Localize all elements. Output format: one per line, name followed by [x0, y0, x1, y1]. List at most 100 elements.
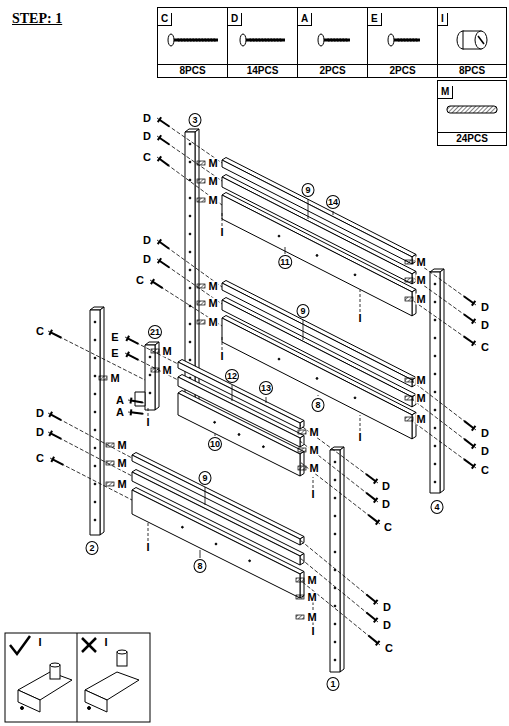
bed-post: [430, 272, 440, 493]
screw-thread: [343, 38, 344, 42]
hole: [334, 461, 336, 463]
hole: [149, 374, 151, 376]
hole: [434, 373, 436, 375]
screw-head: [472, 426, 476, 431]
part-count: 24PCS: [438, 132, 506, 145]
dowel: [197, 301, 205, 305]
screw-shaft: [172, 39, 218, 42]
screw-thread: [199, 38, 200, 42]
cam-lock: [50, 663, 60, 667]
screw: [366, 594, 375, 602]
screw-head: [388, 34, 394, 46]
hole: [434, 427, 436, 429]
part-letter: I: [103, 637, 108, 648]
screw-head: [158, 239, 162, 244]
callout-number: 8: [312, 398, 325, 412]
screw-thread: [250, 38, 251, 42]
screw: [368, 636, 377, 644]
part-letter: A: [115, 395, 125, 406]
hole: [434, 283, 436, 285]
dowel: [296, 578, 304, 582]
screw-head: [472, 464, 476, 469]
hardware-cell: M 24PCS: [437, 80, 507, 146]
screw: [128, 354, 139, 359]
screw-thread: [331, 38, 332, 42]
screw-thread: [259, 38, 260, 42]
part-letter: M: [207, 176, 218, 187]
hole: [189, 251, 191, 253]
part-letter: D: [142, 235, 152, 246]
part-letter: I: [145, 542, 150, 553]
part-letter: I: [357, 432, 362, 443]
screw: [159, 261, 169, 268]
hole: [94, 501, 96, 503]
panel-block: [85, 690, 107, 712]
screw-head: [126, 336, 129, 341]
screw: [464, 336, 474, 343]
assembly-guide: [125, 353, 178, 380]
screw-thread: [398, 38, 399, 42]
part-letter: I: [310, 626, 315, 637]
screw-head: [130, 398, 131, 404]
part-letter: C: [135, 275, 145, 286]
part-letter: D: [228, 13, 242, 26]
part-letter: M: [207, 317, 218, 328]
screw-thread: [346, 38, 347, 42]
hole: [334, 605, 336, 607]
screw-thread: [178, 38, 179, 42]
screw-thread: [265, 38, 266, 42]
hole: [94, 429, 96, 431]
leader-line: [308, 199, 309, 219]
hole: [278, 235, 280, 237]
hole: [215, 543, 217, 545]
hole: [189, 287, 191, 289]
screw-thread: [208, 38, 209, 42]
hole: [189, 359, 191, 361]
hole: [94, 483, 96, 485]
screw: [464, 314, 474, 321]
screw-head: [472, 444, 476, 449]
hole: [434, 391, 436, 393]
cam-guide: [360, 415, 361, 431]
cam-guide: [148, 406, 149, 416]
hole: [189, 215, 191, 217]
screw-head: [168, 34, 174, 46]
part-count: 14PCS: [228, 64, 297, 77]
screw-thread: [190, 38, 191, 42]
screw-thread: [196, 38, 197, 42]
assembly-guide: [48, 331, 145, 380]
part-letter: I: [37, 637, 42, 648]
part-letter: M: [415, 275, 426, 286]
callout-number: 3: [189, 113, 202, 127]
part-letter: D: [382, 602, 392, 613]
screw-head: [240, 34, 246, 46]
hole: [434, 409, 436, 411]
screw: [51, 414, 62, 420]
part-letter: M: [438, 86, 453, 99]
part-letter: I: [145, 417, 150, 428]
leader-line: [318, 395, 319, 396]
hardware-cell: I8PCS: [437, 7, 507, 78]
hole: [189, 161, 191, 163]
rail-top: [132, 488, 304, 575]
part-letter: I: [438, 13, 448, 26]
dowel: [197, 320, 205, 324]
part-letter: D: [35, 408, 45, 419]
hole: [334, 551, 336, 553]
screw-head: [374, 600, 378, 605]
screw: [366, 493, 375, 500]
assembly-guide: [412, 421, 476, 468]
screw-head: [158, 135, 161, 140]
dowel: [405, 297, 413, 301]
leader-line: [266, 397, 267, 403]
screw-thread: [193, 38, 194, 42]
dowel: [106, 461, 114, 465]
hole: [94, 339, 96, 341]
screw-head: [376, 520, 380, 525]
part-letter: A: [115, 407, 125, 418]
leader-line: [285, 247, 286, 254]
hole: [334, 623, 336, 625]
hardware-cell: D 14PCS: [227, 7, 298, 78]
assembly-guide: [300, 462, 380, 524]
screw-thread: [184, 38, 185, 42]
